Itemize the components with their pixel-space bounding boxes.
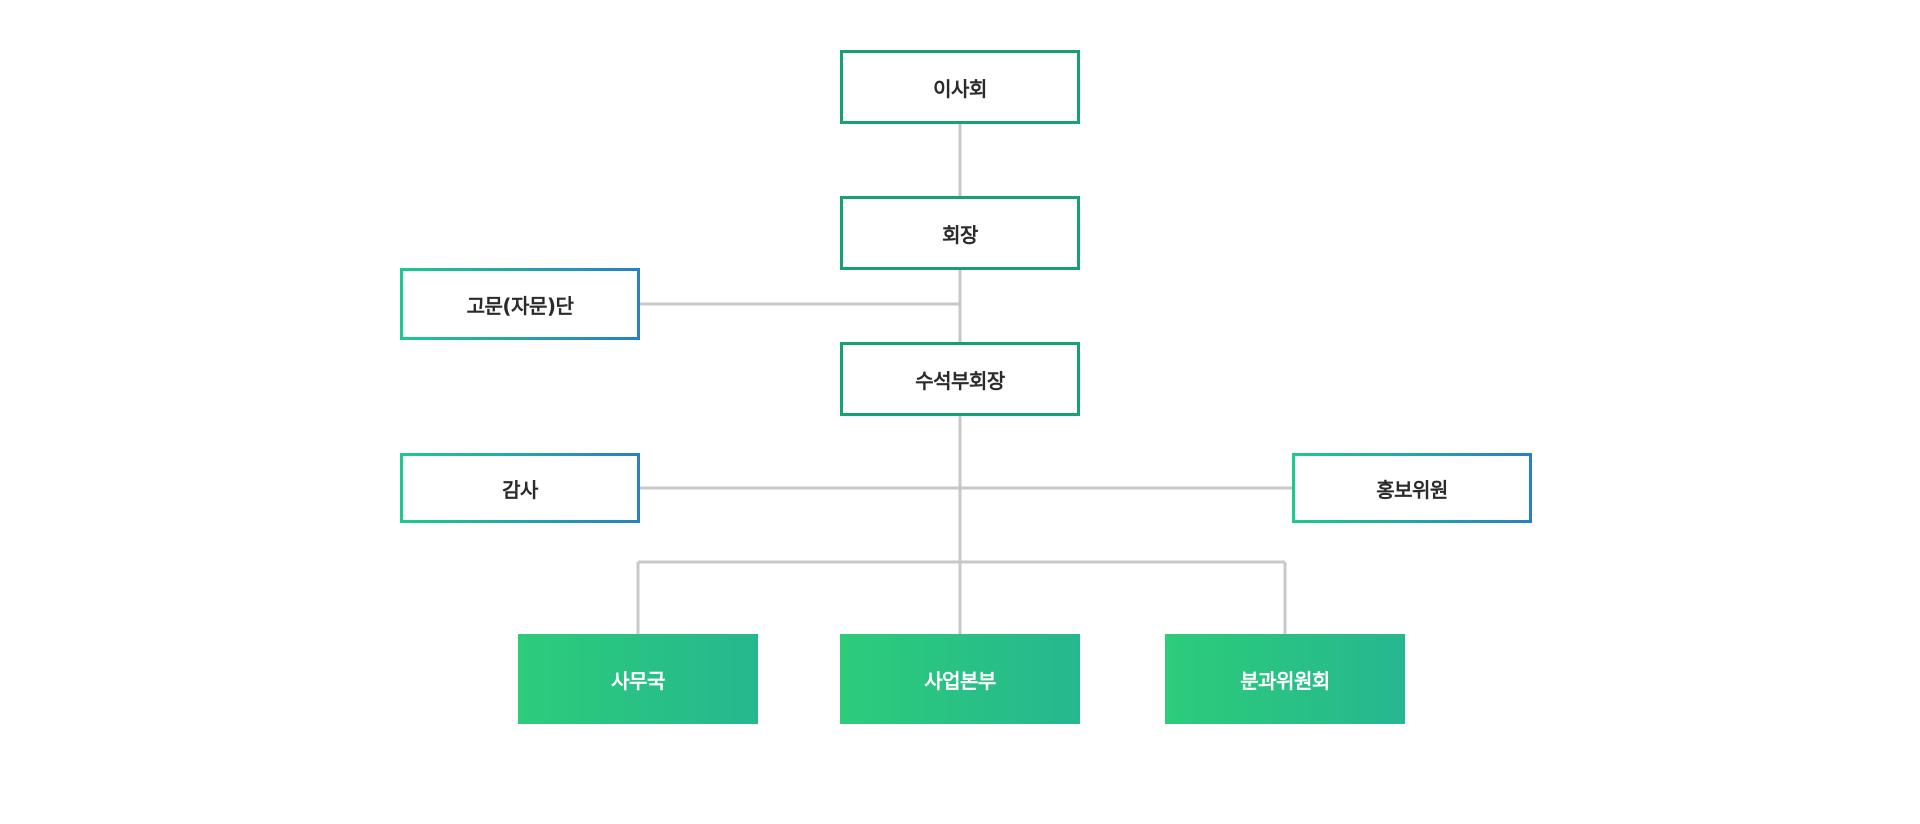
advisors-label: 고문(자문)단 — [466, 293, 574, 318]
senior-vp-label: 수석부회장 — [915, 368, 1005, 393]
board-box: 이사회 — [840, 50, 1080, 124]
audit-label: 감사 — [502, 477, 538, 502]
president-box: 회장 — [840, 196, 1080, 270]
senior-vp-box: 수석부회장 — [840, 342, 1080, 416]
audit-box: 감사 — [400, 453, 640, 523]
dept-business-box: 사업본부 — [840, 634, 1080, 724]
dept-secretariat-box: 사무국 — [518, 634, 758, 724]
dept-business-label: 사업본부 — [924, 668, 996, 693]
president-label: 회장 — [942, 222, 978, 247]
board-label: 이사회 — [933, 76, 987, 101]
advisors-box: 고문(자문)단 — [400, 268, 640, 340]
dept-secretariat-label: 사무국 — [611, 668, 665, 693]
pr-box: 홍보위원 — [1292, 453, 1532, 523]
dept-committee-box: 분과위원회 — [1165, 634, 1405, 724]
pr-label: 홍보위원 — [1376, 477, 1448, 502]
dept-committee-label: 분과위원회 — [1240, 668, 1330, 693]
